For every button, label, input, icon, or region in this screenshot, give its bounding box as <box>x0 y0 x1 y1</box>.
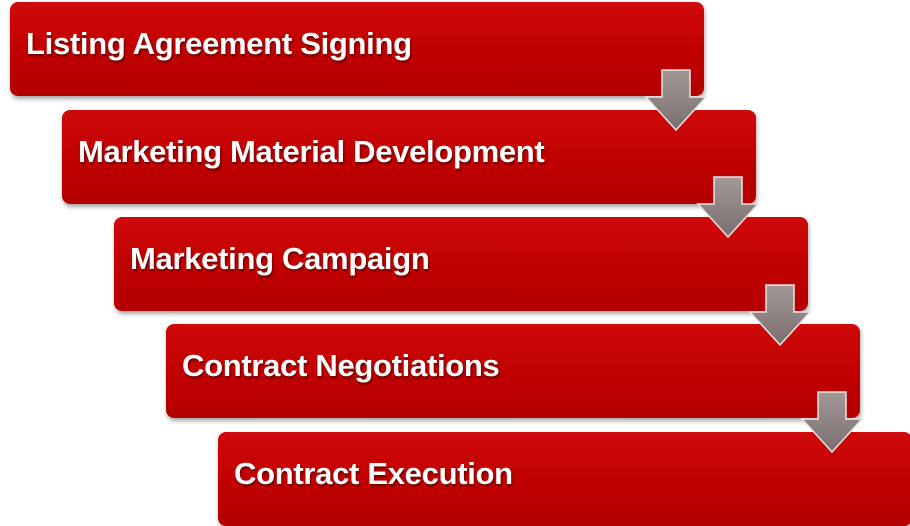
down-arrow-icon <box>800 391 864 453</box>
process-step-contract-negotiations: Contract Negotiations <box>166 324 860 418</box>
process-step-marketing-campaign: Marketing Campaign <box>114 217 808 311</box>
step-label: Marketing Material Development <box>78 134 545 169</box>
process-step-listing-agreement-signing: Listing Agreement Signing <box>10 2 704 96</box>
down-arrow-icon <box>644 69 708 131</box>
step-label: Contract Execution <box>234 456 513 491</box>
step-label: Listing Agreement Signing <box>26 26 412 61</box>
down-arrow-icon <box>696 176 760 238</box>
step-label: Marketing Campaign <box>130 241 430 276</box>
down-arrow-icon <box>748 284 812 346</box>
step-label: Contract Negotiations <box>182 348 500 383</box>
process-step-contract-execution: Contract Execution <box>218 432 910 526</box>
process-step-marketing-material-development: Marketing Material Development <box>62 110 756 204</box>
